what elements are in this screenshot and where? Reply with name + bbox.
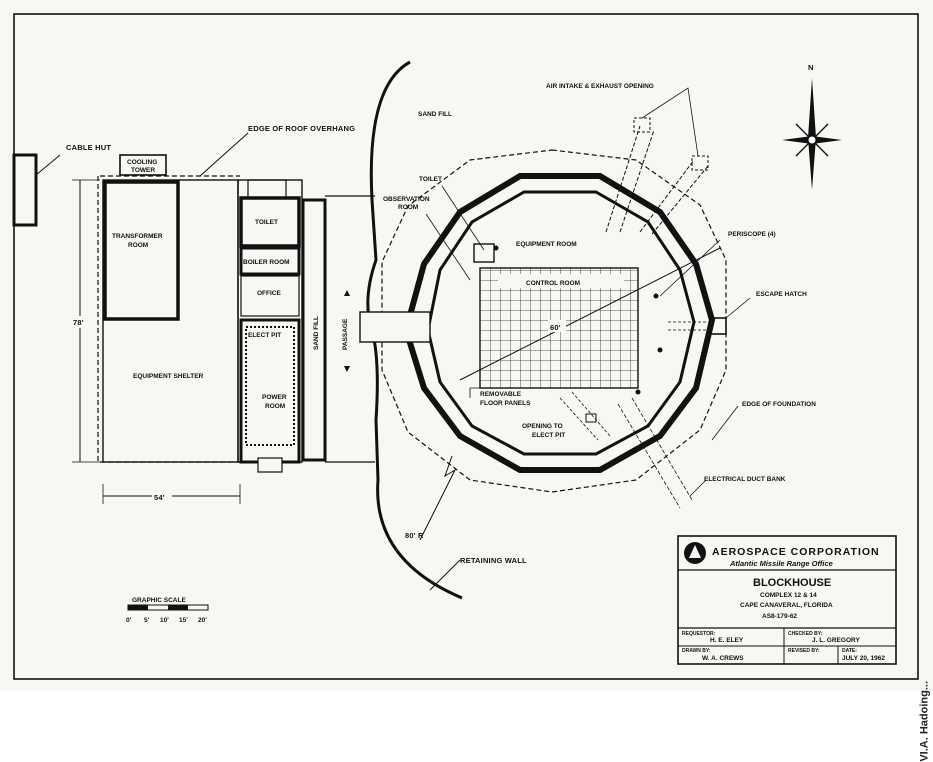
equipment-room-label: EQUIPMENT ROOM	[516, 241, 577, 248]
passage-label: PASSAGE	[342, 318, 349, 350]
blockhouse-plan-drawing: CABLE HUT COOLING TOWER EDGE OF ROOF OVE…	[12, 13, 919, 680]
periscope-label: PERISCOPE (4)	[728, 231, 776, 238]
air-intake-ducts	[605, 125, 709, 235]
dim-78-label: 78'	[73, 318, 84, 327]
scale-tick-15: 15'	[179, 617, 188, 624]
elect-pit-label: ELECT PIT	[248, 332, 281, 339]
scale-tick-5: 5'	[144, 617, 150, 624]
air-intake-label: AIR INTAKE & EXHAUST OPENING	[546, 83, 654, 90]
sand-fill-top-label: SAND FILL	[418, 111, 452, 118]
title-company: AEROSPACE CORPORATION	[712, 546, 880, 558]
requestor-value: H. E. ELEY	[710, 637, 744, 644]
transformer-room	[103, 180, 180, 321]
removable-floor-label-2: FLOOR PANELS	[480, 400, 531, 407]
sand-fill-strip	[301, 198, 327, 462]
equipment-shelter-label: EQUIPMENT SHELTER	[133, 373, 204, 380]
title-line2: CAPE CANAVERAL, FLORIDA	[740, 602, 833, 609]
checked-label: CHECKED BY:	[788, 631, 823, 637]
scale-tick-10: 10'	[160, 617, 169, 624]
toilet-right	[473, 243, 495, 263]
toilet-right-label: TOILET	[419, 176, 442, 183]
requestor-label: REQUESTOR:	[682, 631, 716, 637]
opening-elect-pit-label: OPENING TO	[522, 423, 563, 430]
transformer-room-label: TRANSFORMER	[112, 233, 163, 240]
cable-hut-label: CABLE HUT	[66, 143, 111, 152]
scale-tick-0: 0'	[126, 617, 132, 624]
power-room-label-2: ROOM	[265, 403, 285, 410]
margin-caption: VI.A. Hadoing...	[915, 0, 933, 762]
transformer-room-label-2: ROOM	[128, 242, 148, 249]
dim-80r-label: 80' R	[405, 531, 424, 540]
cable-hut	[12, 153, 38, 227]
scale-tick-20: 20'	[198, 617, 207, 624]
office-label: OFFICE	[257, 290, 281, 297]
revised-label: REVISED BY:	[788, 648, 820, 654]
cooling-tower-label-2: TOWER	[131, 167, 155, 174]
blockhouse-outer-wall	[402, 173, 716, 473]
drawn-value: W. A. CREWS	[702, 655, 744, 662]
power-room-label: POWER	[262, 394, 287, 401]
north-arrow: N	[782, 63, 842, 190]
boiler-room-label: BOILER ROOM	[243, 259, 290, 266]
cooling-tower	[119, 154, 167, 176]
electrical-duct-bank	[617, 397, 693, 509]
toilet-left-label: TOILET	[255, 219, 278, 226]
electrical-duct-label: ELECTRICAL DUCT BANK	[704, 476, 786, 483]
title-line3: AS8-179-62	[762, 613, 797, 620]
observation-room-label-2: ROOM	[398, 204, 418, 211]
retaining-wall-label: RETAINING WALL	[460, 556, 527, 565]
north-label: N	[808, 63, 814, 72]
power-room	[239, 318, 301, 464]
edge-of-foundation-label: EDGE OF FOUNDATION	[742, 401, 816, 408]
dim-54-label: 54'	[154, 493, 165, 502]
date-value: JULY 20, 1962	[842, 655, 885, 662]
escape-hatch-label: ESCAPE HATCH	[756, 291, 807, 298]
blockhouse-inner-wall	[426, 190, 696, 456]
sheet-border	[13, 13, 919, 680]
equipment-shelter	[102, 179, 239, 463]
removable-floor-label: REMOVABLE	[480, 391, 522, 398]
sand-fill-vertical-label: SAND FILL	[313, 316, 320, 350]
office	[240, 275, 300, 317]
cooling-tower-label: COOLING	[127, 159, 157, 166]
dim-60-label: 60'	[550, 323, 561, 332]
title-block: AEROSPACE CORPORATION Atlantic Missile R…	[677, 535, 897, 665]
title-line1: COMPLEX 12 & 14	[760, 592, 817, 599]
date-label: DATE:	[842, 648, 857, 654]
opening-elect-pit-label-2: ELECT PIT	[532, 432, 565, 439]
title-office: Atlantic Missile Range Office	[729, 559, 833, 568]
control-room-label: CONTROL ROOM	[526, 280, 580, 287]
boiler-room	[239, 246, 301, 276]
drawing-sheet: CABLE HUT COOLING TOWER EDGE OF ROOF OVE…	[0, 0, 933, 691]
margin-caption-text: VI.A. Hadoing...	[919, 681, 931, 762]
graphic-scale-label: GRAPHIC SCALE	[132, 597, 186, 604]
title-main: BLOCKHOUSE	[753, 577, 831, 589]
drawn-label: DRAWN BY:	[682, 648, 711, 654]
edge-of-roof-label: EDGE OF ROOF OVERHANG	[248, 124, 355, 133]
checked-value: J. L. GREGORY	[812, 637, 860, 644]
graphic-scale: GRAPHIC SCALE 0' 5' 10' 15' 20'	[126, 597, 209, 624]
escape-hatch	[709, 317, 727, 335]
observation-room-label: OBSERVATION	[383, 196, 430, 203]
